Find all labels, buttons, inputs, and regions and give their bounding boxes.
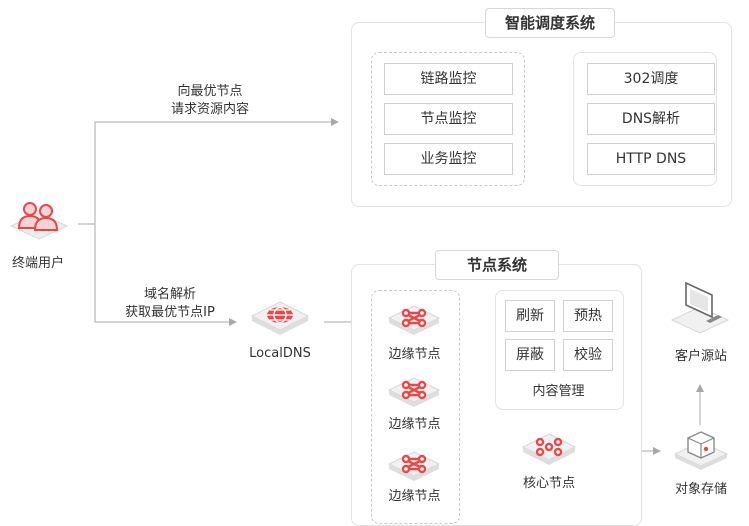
dispatch-request-label: 请求资源内容 <box>170 102 249 117</box>
edge-node-label: 边缘节点 <box>388 489 441 504</box>
service-monitor-box: 业务监控 <box>384 143 513 175</box>
edge-node-icon <box>387 451 441 481</box>
dns-resolve-box: DNS解析 <box>587 103 715 135</box>
block-box: 屏蔽 <box>505 339 555 371</box>
dispatch-request-line <box>94 118 339 224</box>
localdns-icon <box>250 301 310 335</box>
object-storage-icon <box>673 431 729 470</box>
localdns-label: LocalDNS <box>249 346 311 361</box>
origin-server-icon <box>670 281 730 334</box>
edge-node-label: 边缘节点 <box>388 347 441 362</box>
dns-request-label: 域名解析 <box>143 287 196 302</box>
redirect-302-box: 302调度 <box>587 63 715 95</box>
edge-node-label: 边缘节点 <box>388 417 441 432</box>
dns-request-label: 获取最优节点IP <box>125 305 215 320</box>
smart-dispatch-title: 智能调度系统 <box>485 8 615 38</box>
edge-node-icon <box>387 305 441 335</box>
link-monitor-box: 链路监控 <box>384 63 513 95</box>
user-group-icon <box>9 202 69 240</box>
edge-node-icon <box>387 377 441 407</box>
node-system-title: 节点系统 <box>435 250 559 280</box>
core-node-icon <box>521 433 577 465</box>
http-dns-box: HTTP DNS <box>587 143 715 175</box>
prefetch-box: 预热 <box>563 300 613 332</box>
origin-server-label: 客户源站 <box>674 349 727 364</box>
dispatch-request-label: 向最优节点 <box>177 84 243 99</box>
content-mgmt-label: 内容管理 <box>532 384 585 399</box>
verify-box: 校验 <box>563 339 613 371</box>
end-user-label: 终端用户 <box>11 256 64 271</box>
core-node-label: 核心节点 <box>522 476 575 491</box>
dns-request-line <box>94 224 237 326</box>
node-monitor-box: 节点监控 <box>384 103 513 135</box>
refresh-box: 刷新 <box>505 300 555 332</box>
object-storage-label: 对象存储 <box>674 482 727 497</box>
